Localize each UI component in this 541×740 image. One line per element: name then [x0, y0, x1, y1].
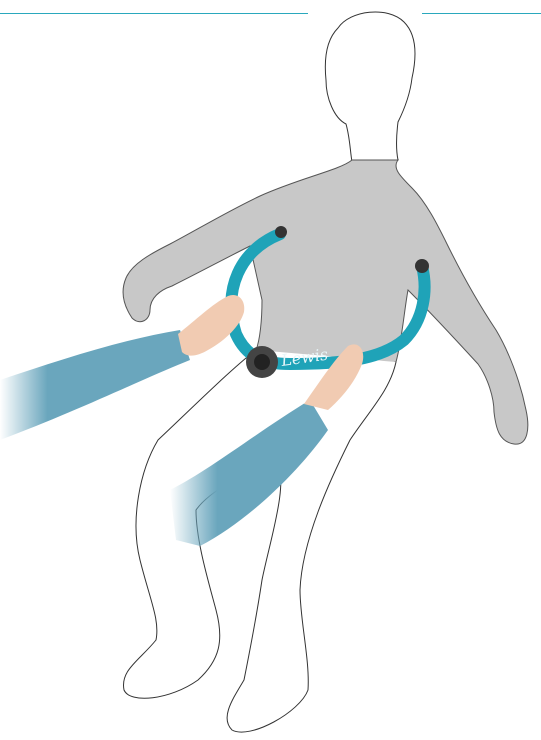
left-cap [275, 226, 287, 238]
legs-outline [123, 350, 396, 732]
right-cap [415, 259, 429, 273]
caregiver-hand-upper [178, 295, 244, 356]
caregiver-sleeve-upper [0, 330, 190, 440]
head-outline [325, 12, 415, 162]
pivot-knob-center [254, 354, 270, 370]
